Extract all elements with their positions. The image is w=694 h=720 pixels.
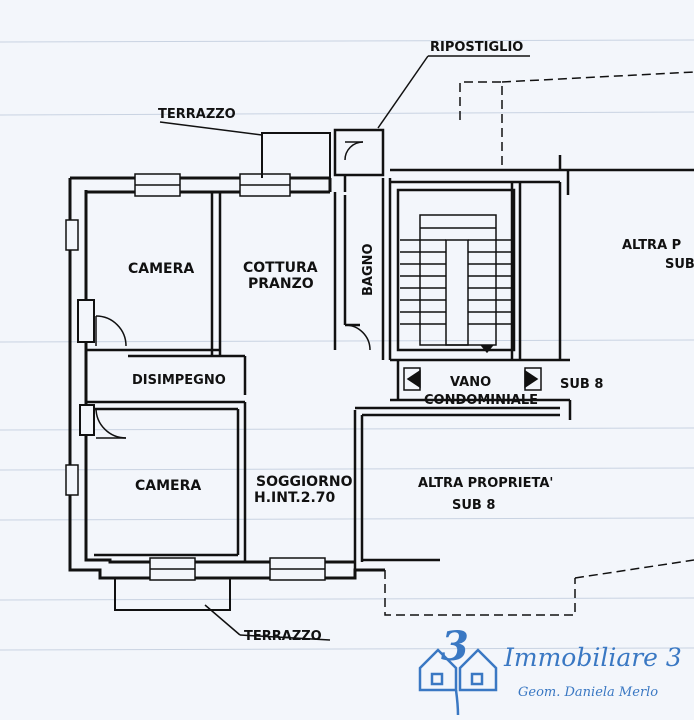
terrace-top <box>261 132 331 178</box>
terrazzo-bottom-leader <box>204 604 241 636</box>
logo-company-name: Immobiliare 3 <box>503 643 682 672</box>
company-logo: 3 Immobiliare 3 Geom. Daniela Merlo <box>418 623 682 716</box>
label-disimpegno: DISIMPEGNO <box>132 373 226 388</box>
label-ripostiglio: RIPOSTIGLIO <box>430 40 523 55</box>
label-cottura: COTTURA <box>243 260 318 276</box>
label-altra-top-1: ALTRA P <box>622 238 681 253</box>
label-terrazzo-top: TERRAZZO <box>158 107 236 122</box>
label-condominiale: CONDOMINIALE <box>424 393 538 408</box>
hall-door-arrows <box>403 367 542 391</box>
label-camera-bottom: CAMERA <box>135 478 201 494</box>
logo-person-name: Geom. Daniela Merlo <box>518 685 658 700</box>
windows <box>65 173 326 581</box>
label-altra-top-2: SUB <box>665 257 694 272</box>
label-sub8-right: SUB 8 <box>560 377 603 392</box>
label-altra-mid-1: ALTRA PROPRIETA' <box>418 476 553 491</box>
label-camera-top: CAMERA <box>128 261 194 277</box>
terrazzo-top-leader <box>159 121 263 136</box>
bottom-terrace <box>114 578 231 611</box>
house-icon <box>418 648 498 716</box>
doors <box>95 315 371 439</box>
common-hall-walls <box>390 155 694 420</box>
label-soggiorno-height: H.INT.2.70 <box>254 490 336 506</box>
label-terrazzo-bottom: TERRAZZO <box>244 629 322 644</box>
ripostiglio-leader <box>377 55 429 129</box>
ripostiglio-closet <box>333 128 385 192</box>
label-vano: VANO <box>450 375 491 390</box>
label-bagno: BAGNO <box>361 243 376 296</box>
staircase <box>396 188 516 354</box>
logo-numeral: 3 <box>441 623 469 670</box>
interior-walls <box>86 178 560 578</box>
label-pranzo: PRANZO <box>248 276 314 292</box>
neighbour-boundaries <box>384 71 694 616</box>
label-soggiorno: SOGGIORNO <box>256 474 353 490</box>
label-altra-mid-2: SUB 8 <box>452 498 495 513</box>
terrazzo-bottom-leader-bar <box>239 634 331 641</box>
